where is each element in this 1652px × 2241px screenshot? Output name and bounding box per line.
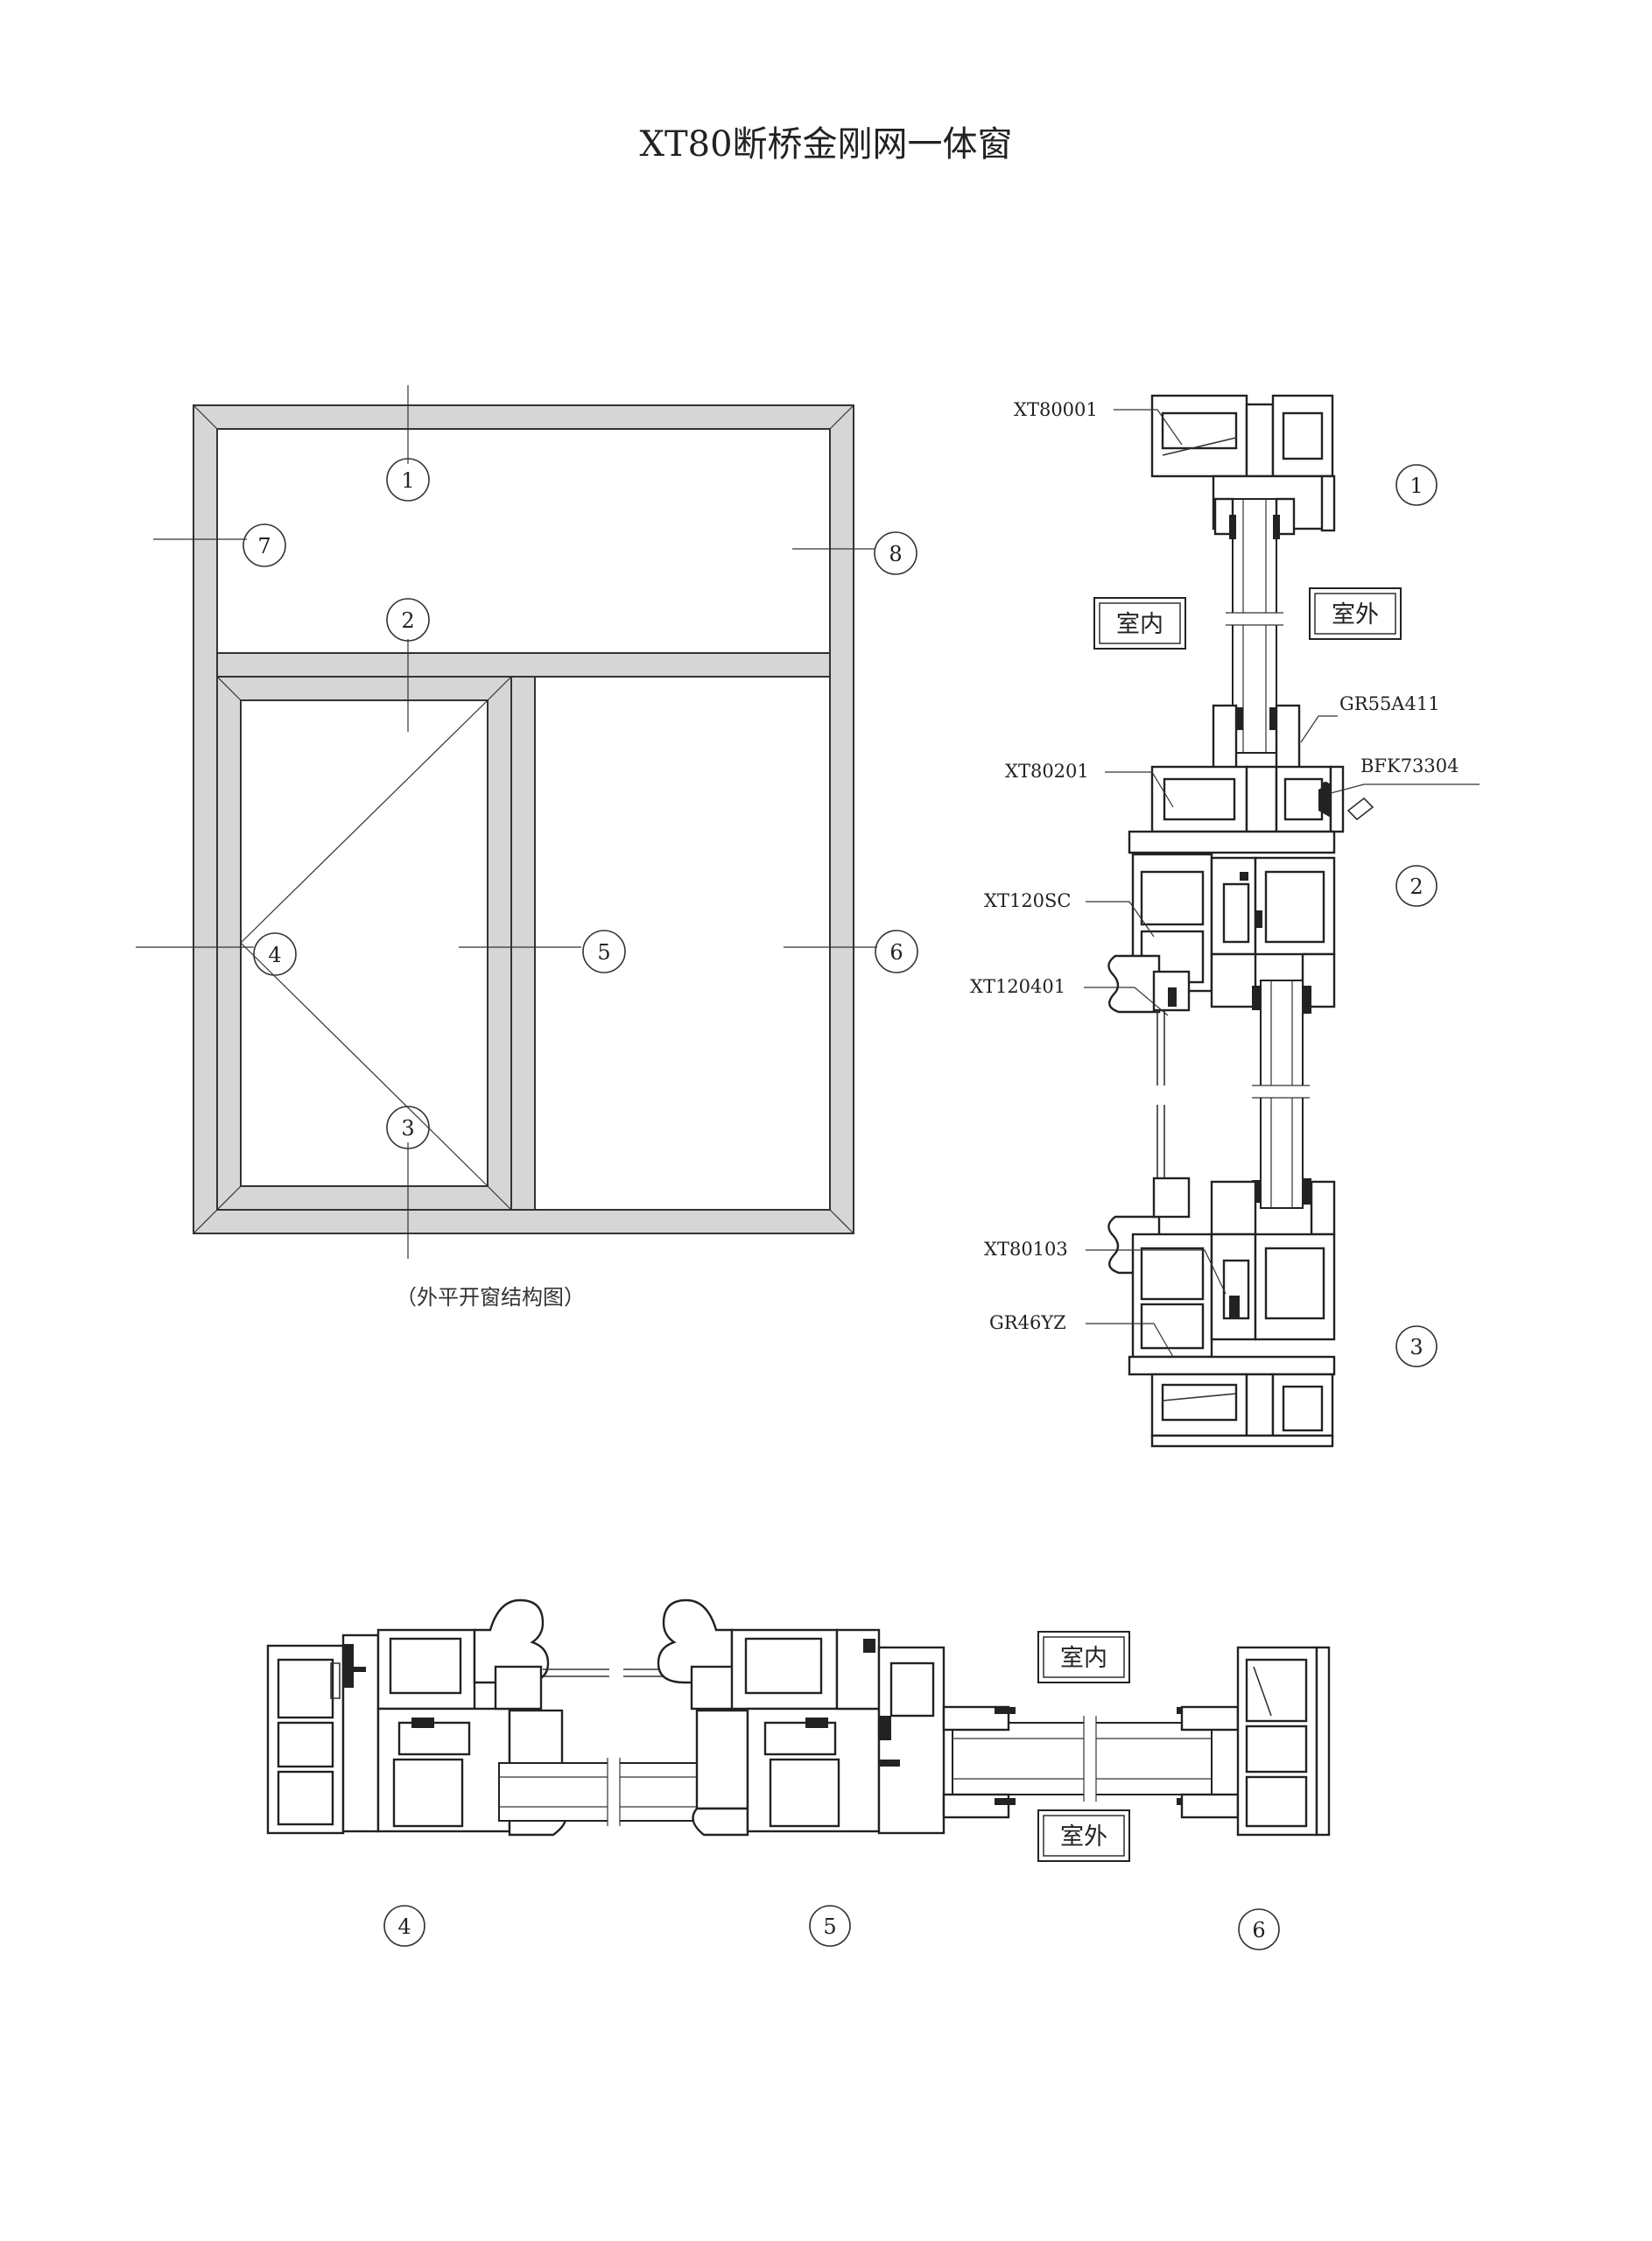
svg-text:1: 1: [1409, 474, 1423, 498]
vertical-outdoor-label: 室外: [1309, 587, 1402, 640]
svg-text:室内: 室内: [1116, 611, 1163, 638]
profile-mullion: [657, 1598, 946, 1837]
svg-text:2: 2: [401, 608, 414, 633]
transom-bar: [216, 652, 831, 678]
svg-text:5: 5: [597, 940, 610, 965]
label-XT120401: XT120401: [970, 976, 1065, 997]
elevation-marker-8: 8: [874, 531, 917, 575]
svg-text:3: 3: [401, 1116, 414, 1141]
elevation-marker-1: 1: [386, 458, 430, 502]
horizontal-marker-6: 6: [1238, 1908, 1280, 1950]
opening-sash: [216, 676, 512, 1211]
mullion-bar: [510, 676, 536, 1211]
svg-text:6: 6: [1252, 1918, 1265, 1942]
page-title: XT80断桥金刚网一体窗: [639, 124, 1013, 165]
vertical-marker-3: 3: [1395, 1325, 1438, 1367]
label-XT80201: XT80201: [1005, 761, 1089, 782]
profile-sash-upper: [1107, 830, 1336, 1014]
elevation-marker-6: 6: [875, 930, 918, 973]
elevation-marker-4: 4: [253, 932, 297, 976]
elevation-marker-5: 5: [582, 930, 626, 973]
svg-text:4: 4: [397, 1914, 411, 1939]
vertical-marker-2: 2: [1395, 865, 1438, 907]
vertical-indoor-label: 室内: [1093, 597, 1186, 650]
svg-text:室外: 室外: [1060, 1823, 1107, 1851]
svg-text:4: 4: [268, 943, 281, 967]
label-BFK73304: BFK73304: [1360, 755, 1459, 776]
glass-fixed: [952, 1722, 1213, 1795]
horizontal-marker-4: 4: [383, 1905, 425, 1947]
profile-right-jamb: [1177, 1646, 1331, 1837]
opening-line-lower: [240, 942, 489, 1187]
horizontal-outdoor-label: 室外: [1037, 1809, 1130, 1862]
horizontal-section: 室内 室外 4 5 6: [266, 1598, 1331, 1950]
profile-left-jamb: [266, 1598, 567, 1837]
svg-text:室外: 室外: [1332, 601, 1379, 629]
svg-text:1: 1: [401, 468, 414, 493]
label-XT120SC: XT120SC: [984, 890, 1072, 911]
label-XT80001: XT80001: [1014, 399, 1098, 420]
elevation-marker-2: 2: [386, 598, 430, 642]
svg-text:7: 7: [257, 534, 271, 558]
label-GR46YZ: GR46YZ: [989, 1312, 1066, 1333]
svg-text:3: 3: [1409, 1335, 1423, 1359]
label-GR55A411: GR55A411: [1339, 693, 1440, 714]
horizontal-indoor-label: 室内: [1037, 1631, 1130, 1683]
opening-line-upper: [240, 699, 489, 944]
vertical-marker-1: 1: [1395, 464, 1438, 506]
svg-text:8: 8: [889, 542, 902, 566]
profile-bottom-frame: [1150, 1373, 1334, 1448]
vertical-section: 室内 室外 XT80001 GR55A411 XT80201 BFK73304 …: [970, 394, 1480, 1448]
profile-sash-lower: [1107, 1177, 1336, 1376]
svg-text:5: 5: [823, 1914, 836, 1939]
svg-text:室内: 室内: [1060, 1645, 1107, 1672]
elevation-caption: （外平开窗结构图）: [396, 1285, 585, 1310]
horizontal-marker-5: 5: [809, 1905, 851, 1947]
svg-text:2: 2: [1409, 875, 1423, 899]
label-XT80103: XT80103: [984, 1239, 1068, 1260]
profile-transom: [1150, 704, 1374, 833]
elevation-marker-7: 7: [243, 523, 286, 567]
elevation-marker-3: 3: [386, 1106, 430, 1149]
svg-text:6: 6: [889, 940, 903, 965]
window-elevation: 1 7 8 2 4 5 6 3: [136, 385, 918, 1259]
